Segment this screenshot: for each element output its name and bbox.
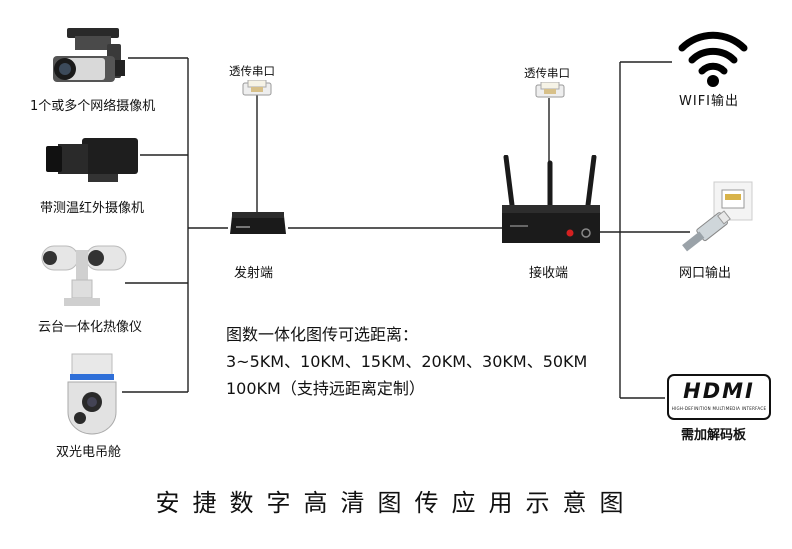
ptz-thermal-camera-icon xyxy=(38,240,130,310)
device-label: 双光电吊舱 xyxy=(56,445,122,460)
hdmi-logo-subtext: HIGH-DEFINITION MULTIMEDIA INTERFACE xyxy=(671,406,767,411)
receiver-device-icon xyxy=(500,154,602,247)
output-label: 网口输出 xyxy=(679,266,732,281)
info-line-2: 3~5KM、10KM、15KM、20KM、30KM、50KM xyxy=(226,352,588,371)
thermal-camera-icon xyxy=(42,130,142,186)
receiver-label: 接收端 xyxy=(529,266,569,281)
output-label: 需加解码板 xyxy=(681,428,747,443)
serial-port-icon xyxy=(535,81,565,98)
output-label: WIFI输出 xyxy=(679,94,739,109)
transmitter-device-icon xyxy=(228,210,288,240)
device-label: 云台一体化热像仪 xyxy=(38,320,143,335)
ethernet-port-icon xyxy=(676,180,756,260)
hdmi-logo-text: HDMI xyxy=(683,379,755,403)
hdmi-logo-icon: HDMI HIGH-DEFINITION MULTIMEDIA INTERFAC… xyxy=(667,374,771,420)
gimbal-camera-icon xyxy=(45,26,137,92)
transmitter-label: 发射端 xyxy=(234,266,274,281)
distance-info: 图数一体化图传可选距离： 3~5KM、10KM、15KM、20KM、30KM、5… xyxy=(226,321,587,402)
wifi-icon xyxy=(676,26,750,88)
serial-port-icon xyxy=(242,79,272,96)
tx-serial-label: 透传串口 xyxy=(229,64,275,78)
page-title: 安捷数字高清图传应用示意图 xyxy=(155,489,637,517)
dual-light-pod-icon xyxy=(62,352,122,436)
device-label: 1个或多个网络摄像机 xyxy=(30,99,156,114)
info-line-1: 图数一体化图传可选距离： xyxy=(226,325,419,344)
device-label: 带测温红外摄像机 xyxy=(40,201,145,216)
info-line-3: 100KM（支持远距离定制） xyxy=(226,379,425,398)
rx-serial-label: 透传串口 xyxy=(524,66,570,80)
